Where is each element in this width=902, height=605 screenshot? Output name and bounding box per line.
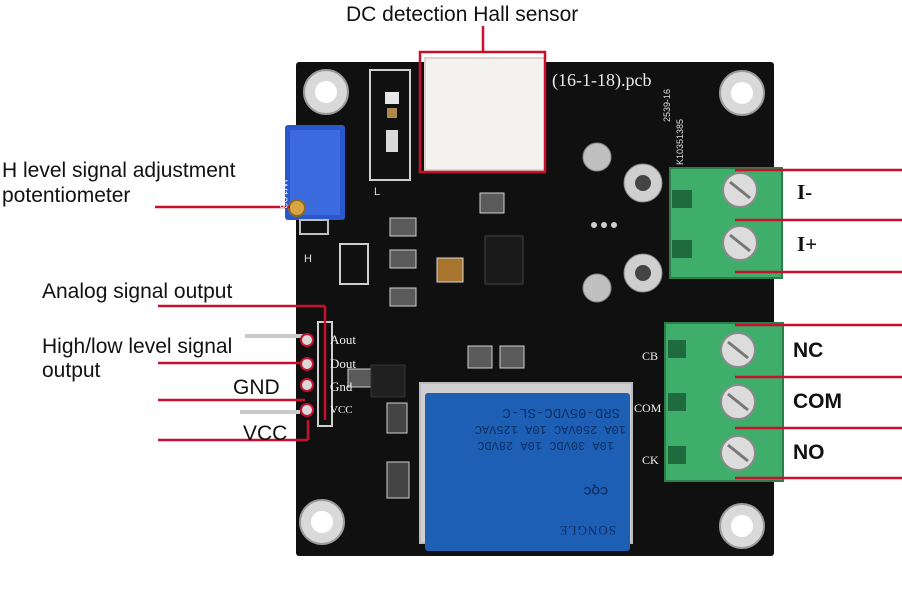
- analog-output-label: Analog signal output: [42, 280, 233, 303]
- hl-output-label-2: output: [42, 359, 101, 382]
- hall-sensor: [424, 57, 546, 171]
- relay: [419, 382, 633, 551]
- hl-output-label-1: High/low level signal: [42, 335, 233, 358]
- relay-text: SONGLE CQC 10A 30VDC 10A 28VDC 10A 250VA…: [428, 398, 628, 548]
- potentiometer: [285, 125, 345, 235]
- relay-pad-com: COM: [634, 401, 662, 415]
- terminal-com: COM: [793, 390, 842, 413]
- terminal-i-plus: I+: [797, 232, 818, 256]
- pin-label-dout: Dout: [330, 356, 356, 371]
- mounting-holes: [299, 69, 765, 549]
- relay-rating-1: 10A 250VAC 10A 125VAC: [474, 422, 626, 436]
- jumper-mark: L: [374, 186, 381, 198]
- led-mark: H: [304, 253, 312, 265]
- silk-code-2: K10351385: [675, 118, 685, 165]
- potentiometer-label-2: potentiometer: [2, 184, 131, 207]
- potentiometer-label-1: H level signal adjustment: [2, 159, 236, 182]
- hall-sensor-label: DC detection Hall sensor: [346, 3, 579, 26]
- callout-lines: [155, 26, 902, 480]
- pin-label-vcc: VCC: [330, 404, 353, 416]
- terminal-i-minus: I-: [797, 180, 813, 204]
- relay-pad-ck: CK: [642, 453, 659, 467]
- pin-label-aout: Aout: [330, 332, 356, 347]
- gnd-label: GND: [233, 376, 280, 399]
- terminal-nc: NC: [793, 339, 824, 362]
- pot-code: W103: [277, 180, 289, 209]
- silk-code-1: 2539-16: [662, 88, 672, 122]
- terminal-no: NO: [793, 441, 825, 464]
- relay-brand: SONGLE: [558, 523, 616, 538]
- pcb-file-label: (16-1-18).pcb: [552, 70, 652, 90]
- relay-cert: CQC: [583, 484, 608, 496]
- pin-label-gnd: Gnd: [330, 379, 353, 394]
- relay-model: SRD-05VDC-SL-C: [502, 404, 620, 420]
- standoffs: [582, 142, 663, 303]
- relay-pad-cb: CB: [642, 349, 659, 363]
- vcc-label: VCC: [243, 422, 288, 445]
- relay-rating-2: 10A 30VDC 10A 28VDC: [477, 438, 614, 452]
- smd-components: [339, 192, 525, 499]
- header-pins: [240, 321, 333, 427]
